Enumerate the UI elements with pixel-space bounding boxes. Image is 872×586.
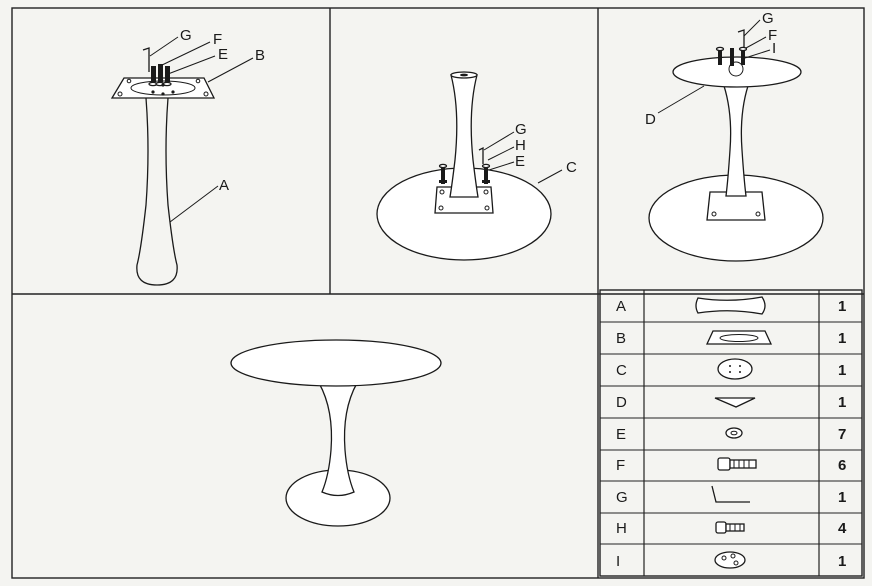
parts-row-d: D 1 — [616, 394, 846, 411]
parts-row-g: G 1 — [616, 485, 846, 506]
step3-tabletop — [672, 56, 802, 88]
parts-row-i: I 1 — [616, 551, 846, 570]
part-id-a: A — [616, 298, 626, 315]
part-qty-h: 4 — [838, 520, 847, 537]
tabletop-icon — [714, 397, 756, 408]
part-qty-i: 1 — [838, 553, 846, 570]
parts-row-e: E 7 — [616, 426, 846, 443]
parts-row-c: C 1 — [616, 358, 846, 380]
step3-bolts — [715, 29, 748, 66]
part-qty-a: 1 — [838, 298, 846, 315]
finished-table-panel — [230, 339, 442, 527]
step1-label-e: E — [218, 46, 228, 63]
parts-table: A 1 B 1 C 1 D — [599, 289, 863, 577]
part-id-d: D — [616, 394, 627, 411]
part-id-i: I — [616, 553, 620, 570]
step2-label-h: H — [515, 137, 526, 154]
step3-panel: G F I D — [645, 10, 824, 262]
panel-frames — [11, 7, 865, 579]
step3-leaders — [657, 19, 771, 114]
washer-icon — [725, 427, 743, 439]
part-qty-f: 6 — [838, 457, 846, 474]
part-id-b: B — [616, 330, 626, 347]
step1-leaders — [149, 36, 254, 223]
parts-row-h: H 4 — [616, 520, 847, 537]
step2-panel: G H E C — [376, 71, 577, 261]
step3-label-f: F — [768, 27, 777, 44]
part-qty-d: 1 — [838, 394, 846, 411]
step2-label-g: G — [515, 121, 527, 138]
parts-row-a: A 1 — [616, 296, 846, 315]
column-icon — [695, 296, 766, 315]
base-plate-icon — [714, 551, 746, 569]
step2-column — [449, 71, 479, 198]
part-qty-c: 1 — [838, 362, 846, 379]
step1-label-b: B — [255, 47, 265, 64]
step1-label-a: A — [219, 177, 229, 194]
part-id-g: G — [616, 489, 628, 506]
step1-top-plate — [110, 77, 216, 99]
part-id-f: F — [616, 457, 625, 474]
step2-bolts — [438, 146, 491, 184]
part-id-e: E — [616, 426, 626, 443]
step1-label-g: G — [180, 27, 192, 44]
part-id-c: C — [616, 362, 627, 379]
part-qty-e: 7 — [838, 426, 846, 443]
step2-leaders — [483, 131, 563, 184]
base-disc-icon — [717, 358, 753, 380]
step1-panel: G F E B A — [110, 27, 265, 286]
long-bolt-icon — [717, 457, 757, 471]
step2-label-c: C — [566, 159, 577, 176]
step3-label-g: G — [762, 10, 774, 27]
step1-column — [136, 97, 178, 286]
step2-label-e: E — [515, 153, 525, 170]
parts-row-f: F 6 — [616, 457, 846, 474]
step3-label-d: D — [645, 111, 656, 128]
step1-bolts — [142, 47, 175, 96]
step1-label-f: F — [213, 31, 222, 48]
step3-column — [721, 79, 751, 197]
parts-row-b: B 1 — [616, 330, 846, 347]
short-bolt-icon — [715, 521, 745, 534]
part-qty-g: 1 — [838, 489, 846, 506]
step3-label-i: I — [772, 40, 776, 57]
part-qty-b: 1 — [838, 330, 846, 347]
top-plate-icon — [705, 330, 773, 345]
allen-key-icon — [711, 485, 750, 503]
part-id-h: H — [616, 520, 627, 537]
